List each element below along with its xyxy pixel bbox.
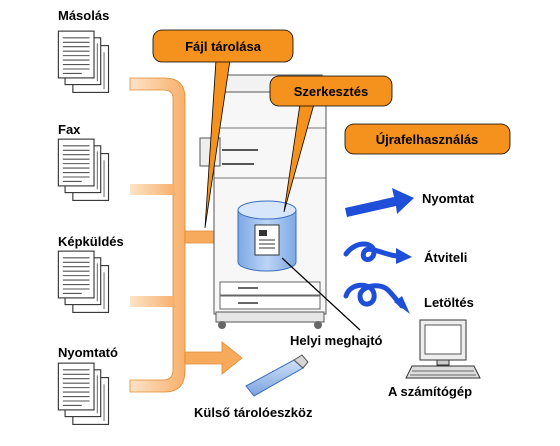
source-label-printer: Nyomtató <box>58 345 118 360</box>
source-label-scan: Képküldés <box>58 234 124 249</box>
reuse-label: Újrafelhasználás <box>376 132 479 147</box>
drive-leader-line <box>281 257 361 331</box>
scan-docs-icon <box>57 250 110 313</box>
download-arrow-icon <box>343 282 410 314</box>
computer-label: A számítógép <box>388 384 473 399</box>
output-label-transfer: Átviteli <box>424 250 468 265</box>
copy-docs-icon <box>57 30 110 93</box>
output-label-download: Letöltés <box>424 295 474 310</box>
file-storage-callout: Fájl tárolása <box>152 29 294 229</box>
usb-stick-icon <box>245 354 309 397</box>
source-label-fax: Fax <box>58 122 81 137</box>
edit-label: Szerkesztés <box>294 84 368 99</box>
external-storage-label: Külső tárolóeszköz <box>194 405 313 420</box>
print-arrow-icon <box>345 188 414 217</box>
fax-docs-icon <box>57 138 110 201</box>
printer-docs-icon <box>57 362 110 425</box>
file-storage-label: Fájl tárolása <box>185 39 262 54</box>
source-label-copy: Másolás <box>58 8 110 23</box>
output-label-print: Nyomtat <box>422 191 475 206</box>
local-drive-icon <box>237 200 297 272</box>
computer-icon <box>405 319 481 379</box>
transfer-arrow-icon <box>343 241 412 264</box>
local-drive-label: Helyi meghajtó <box>290 333 383 348</box>
to-usb-arrow <box>184 341 243 375</box>
reuse-callout: Újrafelhasználás <box>344 123 511 155</box>
edit-callout: Szerkesztés <box>269 75 393 213</box>
